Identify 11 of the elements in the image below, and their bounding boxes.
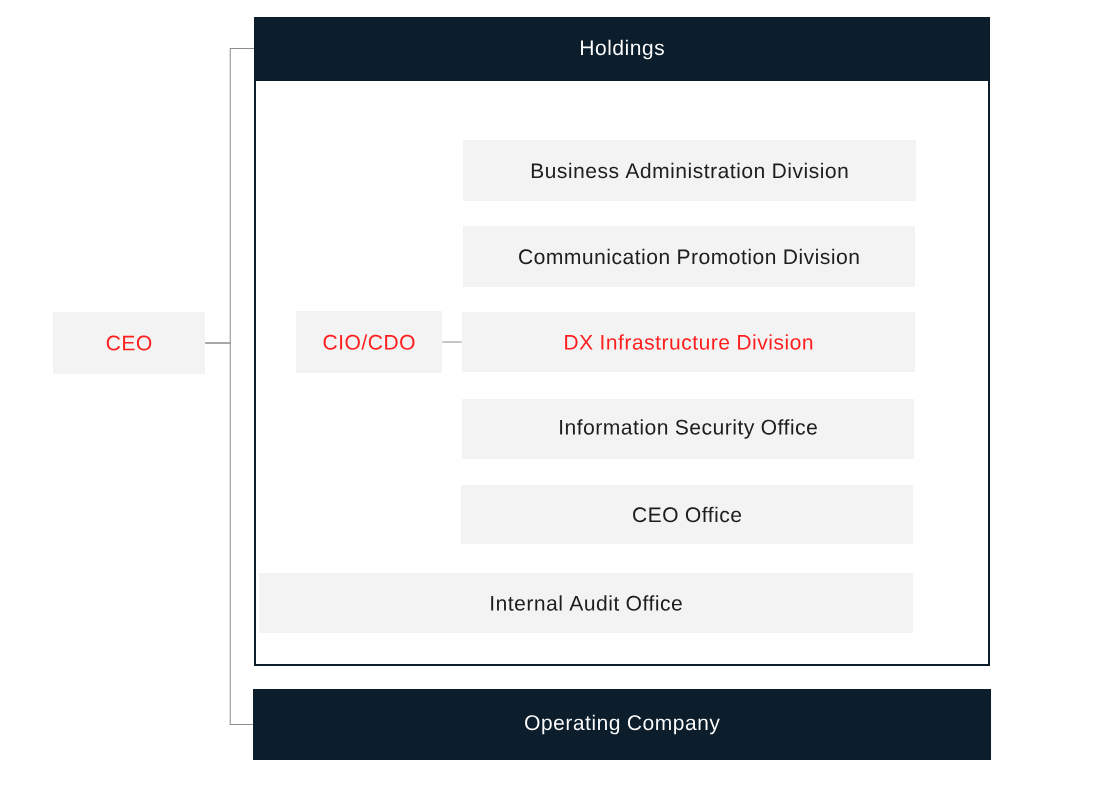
division-box: Communication Promotion Division (463, 226, 915, 287)
office-box: Information Security Office (462, 399, 914, 459)
connector-line (441, 341, 463, 343)
division-box: DX Infrastructure Division (462, 312, 915, 372)
office-box: Internal Audit Office (259, 573, 913, 633)
role-box: CEO (53, 312, 205, 374)
office-box: CEO Office (461, 485, 913, 544)
company-bar: Operating Company (253, 689, 991, 760)
division-box: Business Administration Division (463, 140, 916, 201)
connector-line (204, 342, 254, 725)
role-box: CIO/CDO (296, 311, 442, 373)
